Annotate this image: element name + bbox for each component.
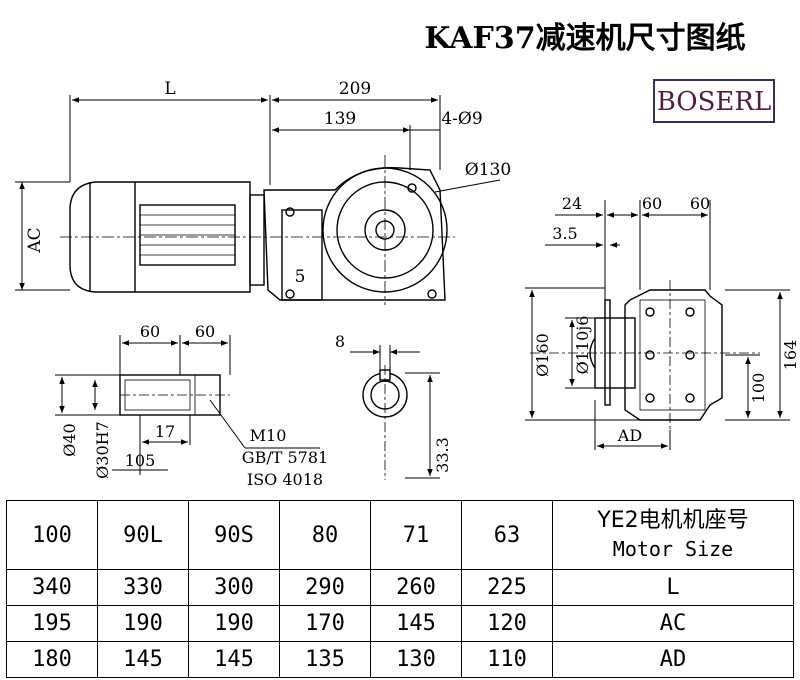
svg-text:24: 24 bbox=[562, 194, 582, 213]
svg-text:139: 139 bbox=[324, 109, 356, 129]
svg-text:GB/T 5781: GB/T 5781 bbox=[242, 448, 328, 467]
col-header-90s: 90S bbox=[188, 500, 280, 570]
header-label-cn: YE2电机机座号 bbox=[597, 508, 749, 533]
svg-text:3.5: 3.5 bbox=[552, 224, 577, 243]
technical-drawing: KAF37减速机尺寸图纸 BOSERL bbox=[15, 21, 800, 489]
svg-text:164: 164 bbox=[781, 340, 800, 371]
shaft-dim-labels: 60 60 Ø40 Ø30H7 17 105 M10 GB/T 5781 ISO… bbox=[60, 322, 328, 489]
bore-dim-labels: 8 33.3 bbox=[335, 332, 452, 473]
col-header-100: 100 bbox=[6, 500, 98, 570]
table-row: 340 330 300 290 260 225 L bbox=[6, 569, 794, 606]
svg-text:209: 209 bbox=[339, 79, 371, 99]
svg-text:L: L bbox=[164, 79, 175, 99]
brand-text: BOSERL bbox=[657, 87, 772, 117]
drawing-title: KAF37减速机尺寸图纸 bbox=[424, 21, 745, 56]
side-view bbox=[525, 200, 790, 450]
svg-text:33.3: 33.3 bbox=[433, 437, 452, 473]
header-label-cell: YE2电机机座号 Motor Size bbox=[552, 500, 794, 570]
brand-logo: BOSERL bbox=[653, 79, 775, 123]
svg-text:ISO 4018: ISO 4018 bbox=[247, 470, 323, 489]
svg-text:Ø130: Ø130 bbox=[465, 160, 511, 180]
header-label-en: Motor Size bbox=[612, 537, 734, 561]
svg-text:4-Ø9: 4-Ø9 bbox=[441, 109, 482, 129]
motor-size-table: 100 90L 90S 80 71 63 YE2电机机座号 Motor Size… bbox=[6, 500, 794, 678]
front-dim-labels: L 209 139 4-Ø9 Ø130 AC 5 bbox=[25, 79, 511, 287]
svg-text:8: 8 bbox=[335, 332, 345, 351]
svg-text:60: 60 bbox=[642, 194, 662, 213]
col-header-90l: 90L bbox=[97, 500, 189, 570]
svg-text:Ø110j6: Ø110j6 bbox=[573, 316, 592, 375]
svg-text:Ø30H7: Ø30H7 bbox=[93, 421, 112, 479]
svg-text:5: 5 bbox=[295, 267, 306, 287]
svg-text:105: 105 bbox=[125, 451, 156, 470]
col-header-71: 71 bbox=[370, 500, 462, 570]
col-header-80: 80 bbox=[279, 500, 371, 570]
shaft-section-view bbox=[55, 335, 320, 475]
svg-text:100: 100 bbox=[749, 373, 768, 404]
bore-detail-view bbox=[350, 345, 440, 480]
table-row: 195 190 190 170 145 120 AC bbox=[6, 605, 794, 642]
row-label-ad: AD bbox=[552, 641, 794, 678]
svg-text:Ø160: Ø160 bbox=[533, 333, 552, 377]
table-header-row: 100 90L 90S 80 71 63 YE2电机机座号 Motor Size bbox=[6, 500, 794, 570]
svg-text:M10: M10 bbox=[250, 426, 287, 445]
svg-text:AC: AC bbox=[25, 227, 45, 253]
front-view bbox=[60, 155, 455, 305]
col-header-63: 63 bbox=[461, 500, 553, 570]
svg-text:60: 60 bbox=[690, 194, 710, 213]
svg-text:Ø40: Ø40 bbox=[60, 423, 79, 456]
svg-text:60: 60 bbox=[195, 322, 215, 341]
table-row: 180 145 145 135 130 110 AD bbox=[6, 641, 794, 678]
svg-text:17: 17 bbox=[155, 422, 175, 441]
row-label-l: L bbox=[552, 569, 794, 606]
row-label-ac: AC bbox=[552, 605, 794, 642]
svg-text:AD: AD bbox=[617, 426, 642, 445]
front-dimensions bbox=[15, 95, 501, 291]
side-dim-labels: 24 60 60 3.5 Ø160 Ø110j6 164 100 AD bbox=[533, 194, 800, 445]
svg-text:60: 60 bbox=[140, 322, 160, 341]
